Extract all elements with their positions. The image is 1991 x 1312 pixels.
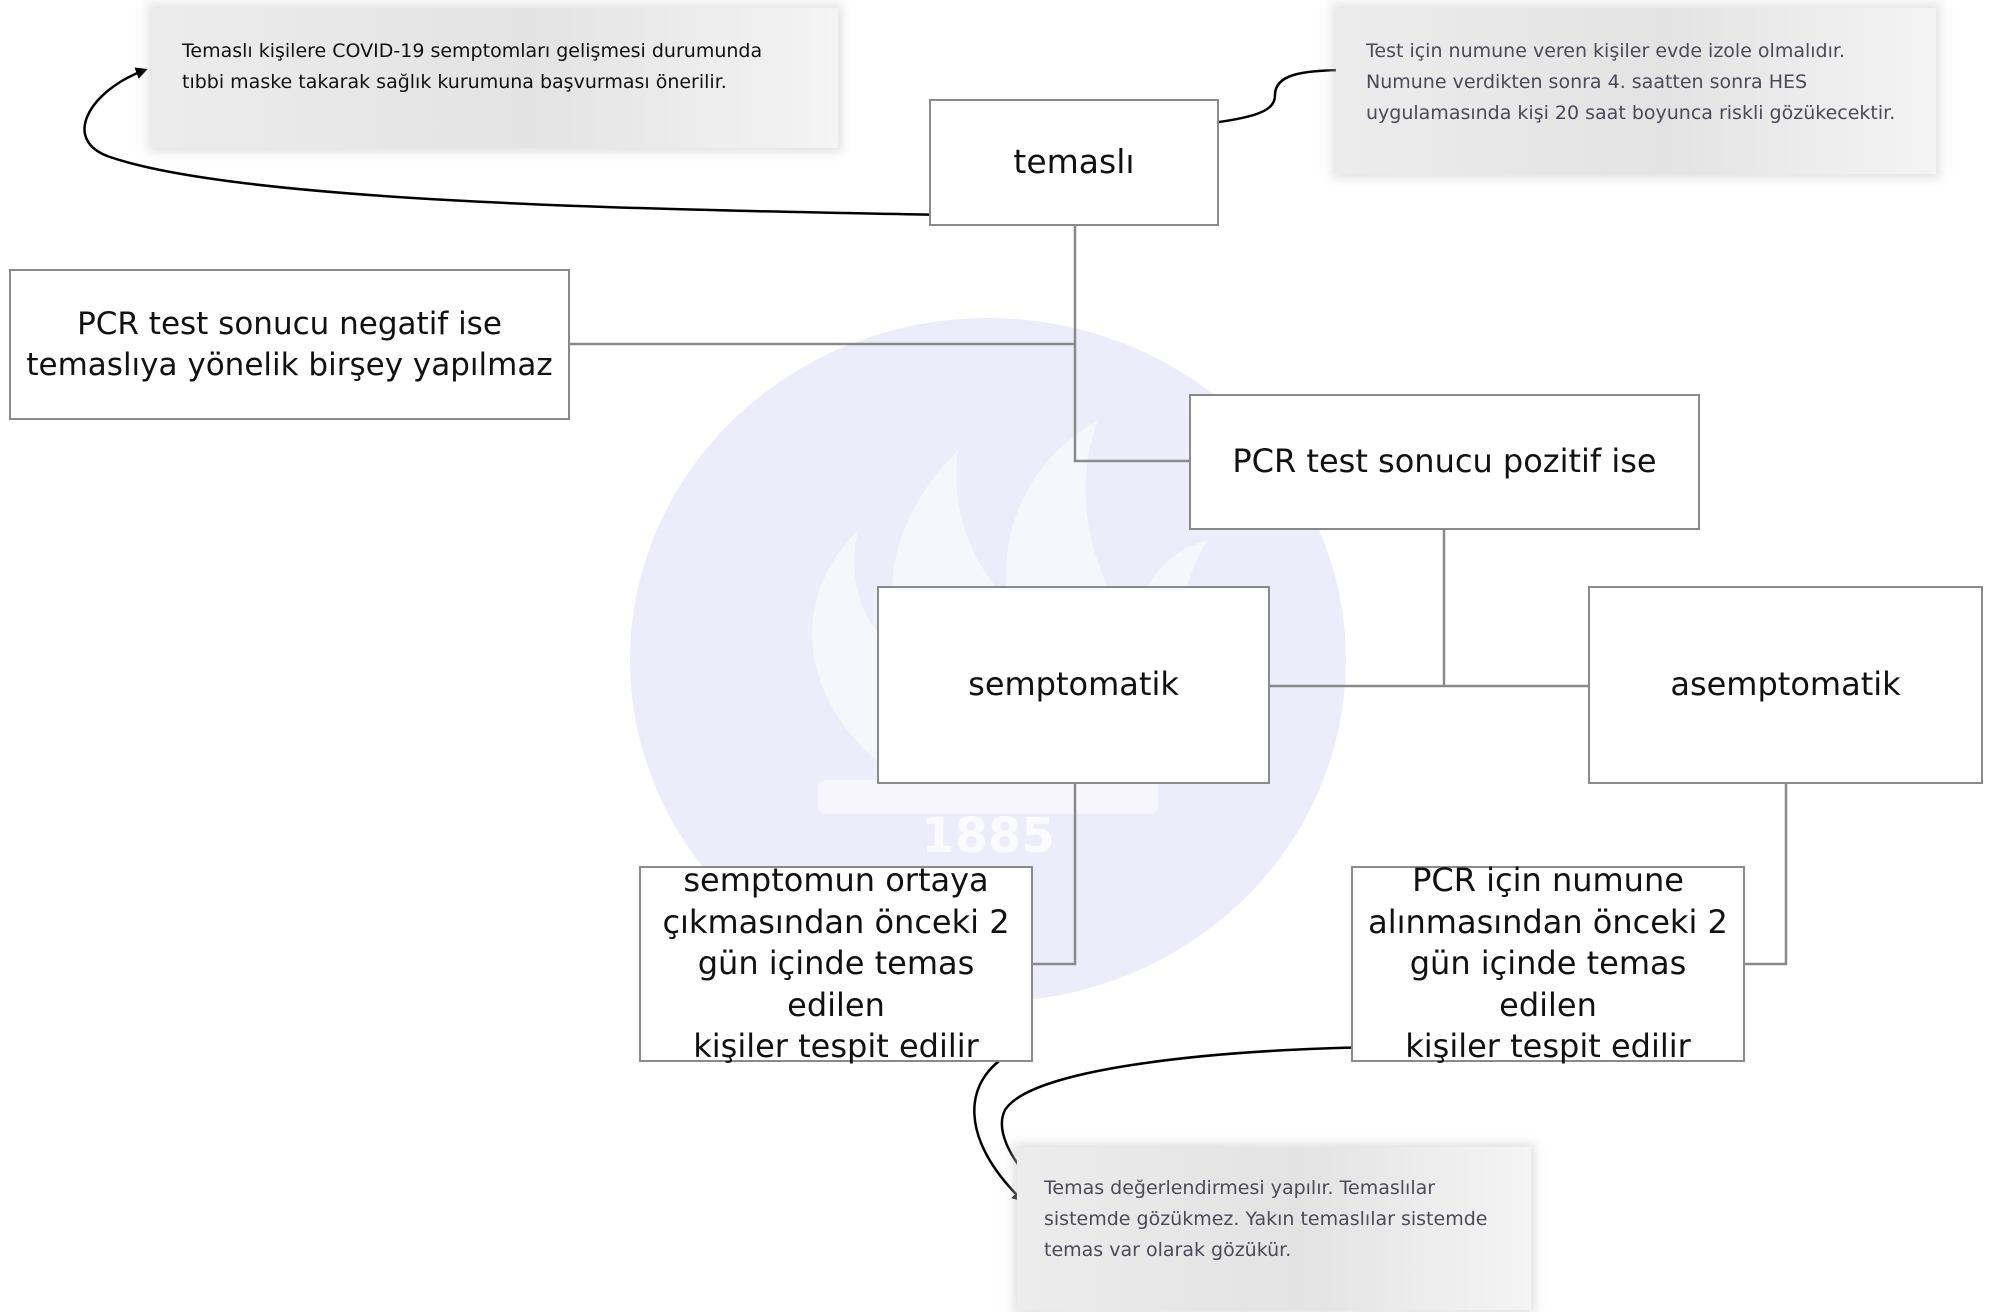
connector-asemp-detail — [1745, 784, 1788, 966]
watermark-year: 1885 — [921, 808, 1055, 864]
node-symptomatic: semptomatik — [877, 586, 1270, 784]
note-top-right: Test için numune veren kişiler evde izol… — [1336, 8, 1936, 174]
connector-semp-detail — [1033, 784, 1077, 966]
node-asymptomatic: asemptomatik — [1588, 586, 1983, 784]
node-pcr-negative: PCR test sonucu negatif ise temaslıya yö… — [9, 269, 570, 420]
note-top-left: Temaslı kişilere COVID-19 semptomları ge… — [152, 8, 838, 148]
arrow-semp-to-bottom-note — [973, 1050, 1025, 1203]
note-bottom: Temas değerlendirmesi yapılır. Temaslıla… — [1017, 1147, 1531, 1310]
node-temasli: temaslı — [929, 99, 1219, 226]
node-asymptomatic-detail: PCR için numune alınmasından önceki 2 gü… — [1351, 861, 1745, 1065]
connector-temasli-trunk — [1073, 226, 1189, 463]
node-symptomatic-detail: semptomun ortaya çıkmasından önceki 2 gü… — [639, 861, 1033, 1065]
node-pcr-positive: PCR test sonucu pozitif ise — [1189, 394, 1700, 530]
